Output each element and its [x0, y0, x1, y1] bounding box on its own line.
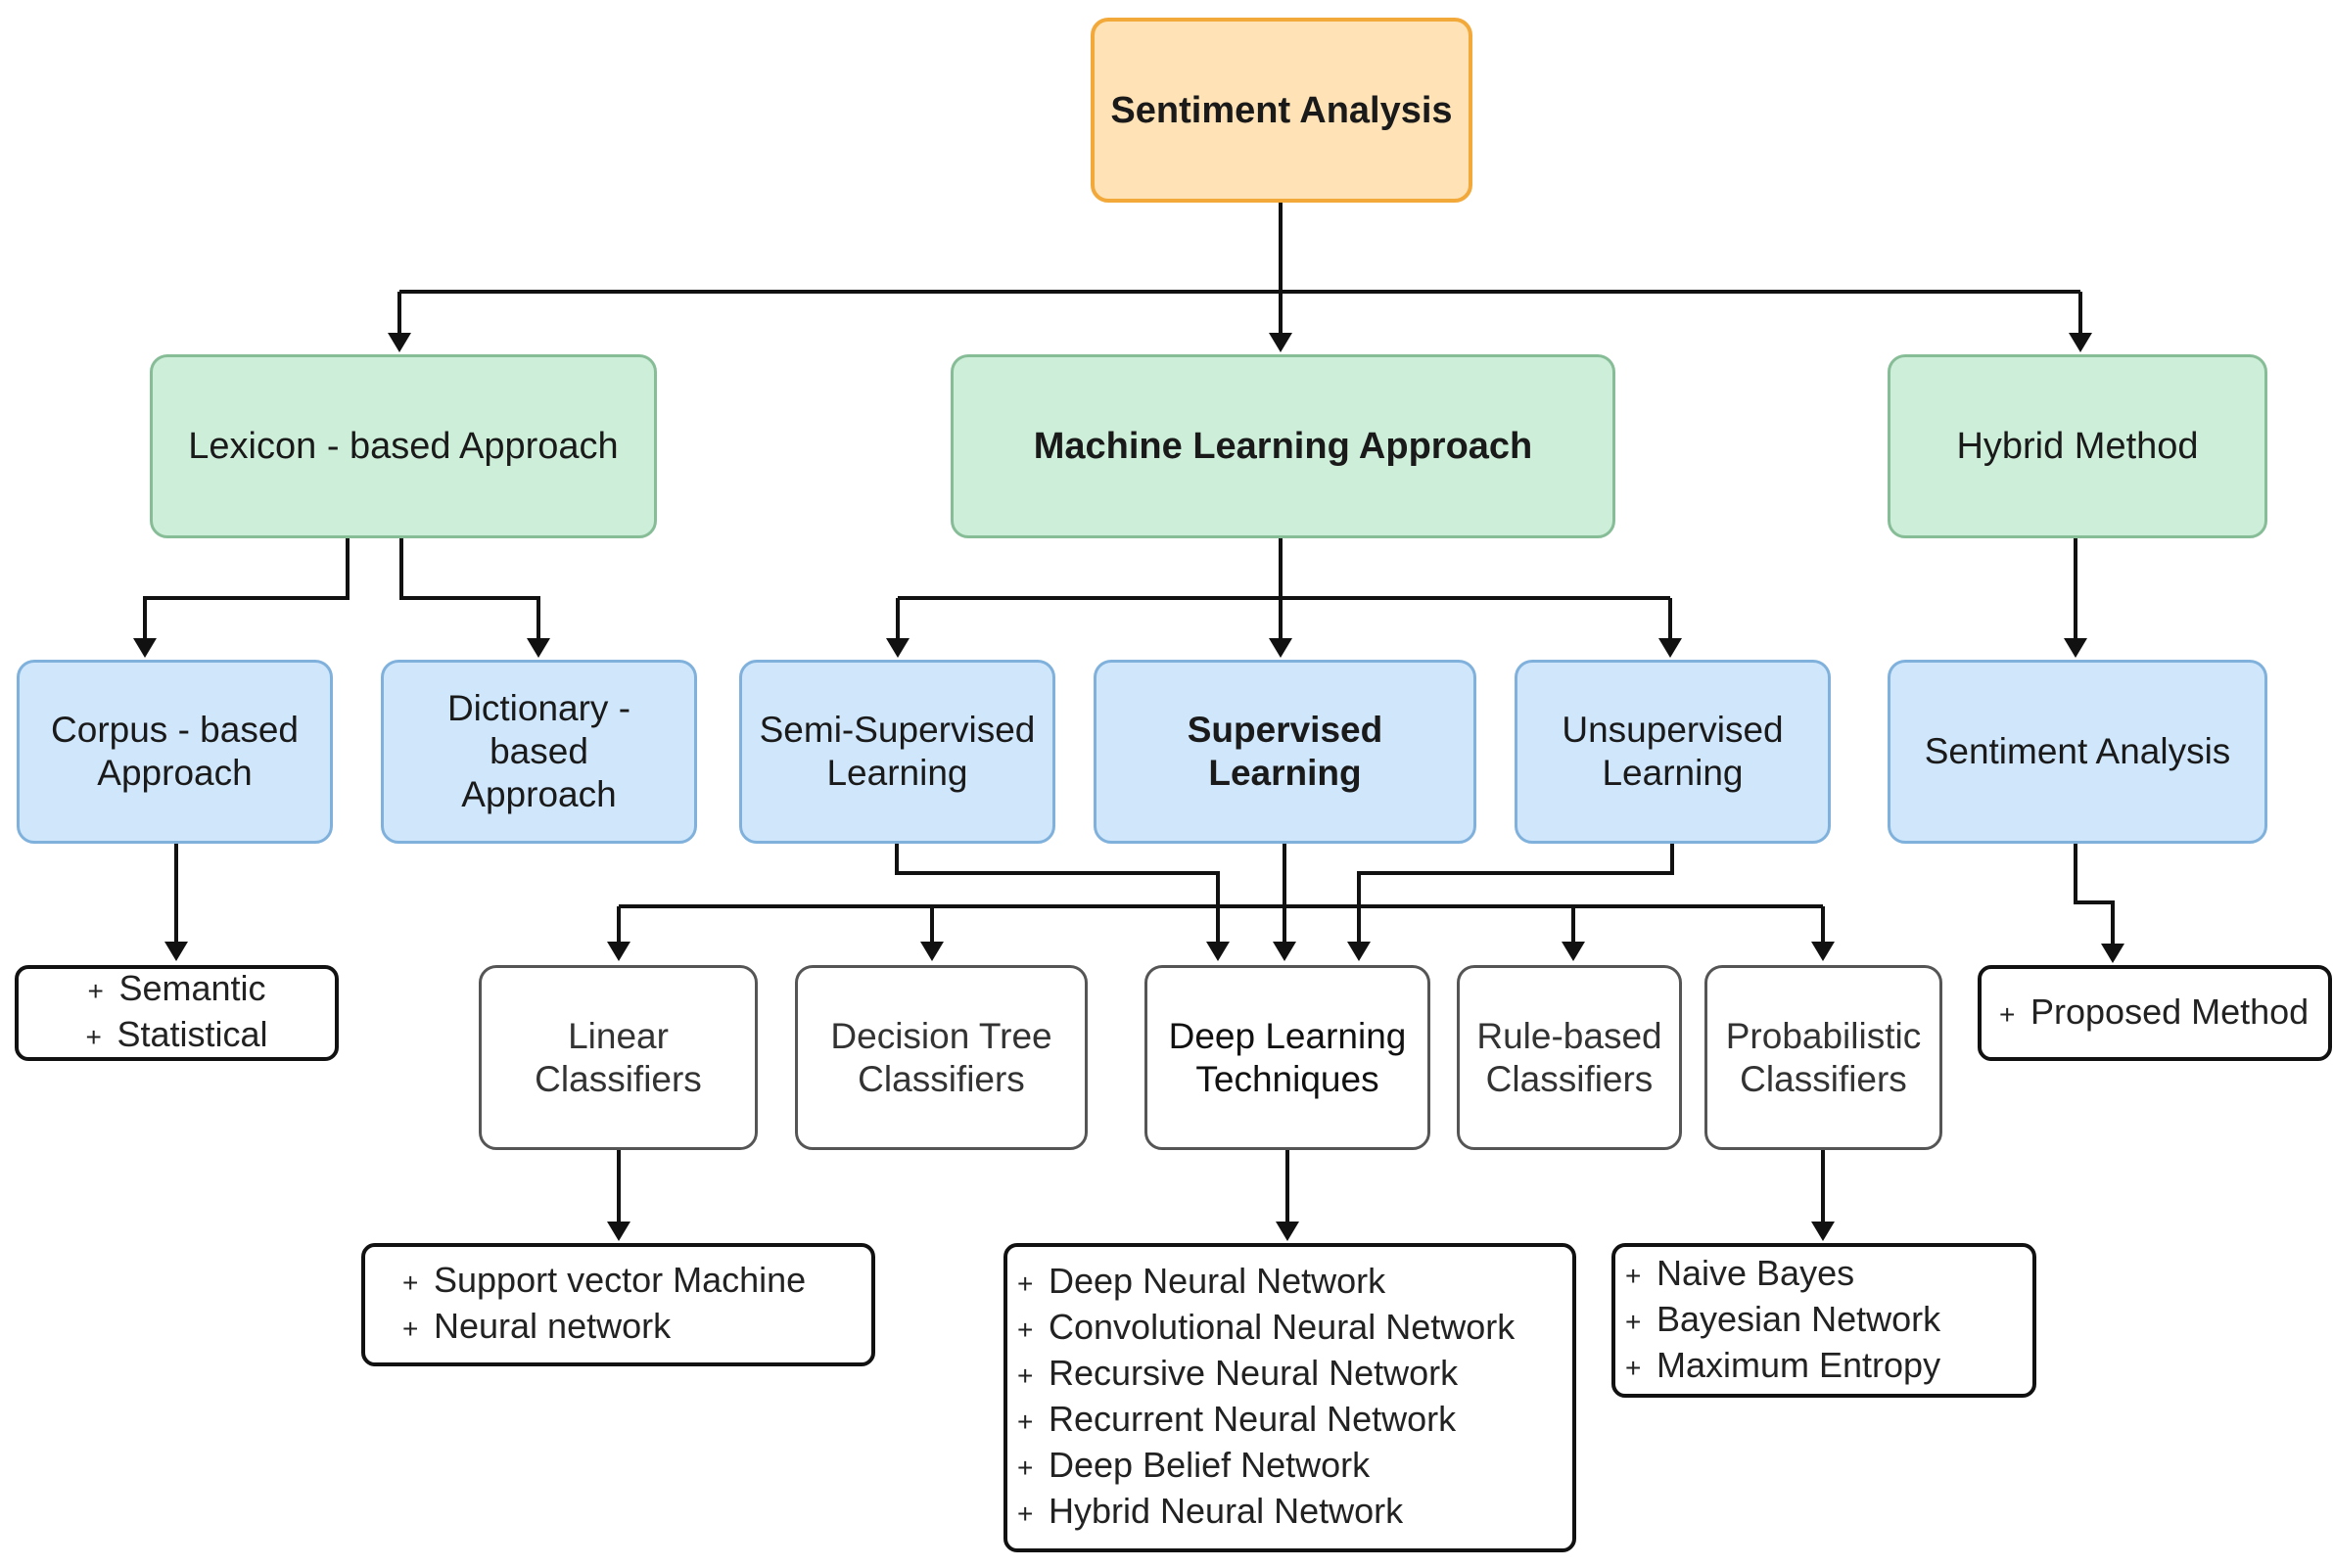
- rule-based-node: Rule-based Classifiers: [1457, 965, 1682, 1150]
- deep-methods-list: Deep Neural Network Convolutional Neural…: [1003, 1243, 1576, 1552]
- list-item: Naive Bayes: [1625, 1252, 2015, 1298]
- prob-line1: Probabilistic: [1725, 1015, 1922, 1056]
- deep-line1: Deep Learning: [1168, 1015, 1407, 1056]
- hybrid-sentiment-node: Sentiment Analysis: [1888, 660, 2267, 844]
- linear-methods-list: Support vector Machine Neural network: [361, 1243, 875, 1366]
- ml-approach-node: Machine Learning Approach: [951, 354, 1615, 538]
- list-item: Proposed Method: [1999, 991, 2310, 1037]
- semi-line2: Learning: [826, 753, 968, 793]
- root-sentiment-analysis: Sentiment Analysis: [1091, 18, 1472, 203]
- hybrid-method-node: Hybrid Method: [1888, 354, 2267, 538]
- linear-line2: Classifiers: [535, 1058, 702, 1099]
- probabilistic-node: Probabilistic Classifiers: [1704, 965, 1942, 1150]
- list-item: Semantic: [87, 967, 265, 1013]
- list-item: Convolutional Neural Network: [1017, 1306, 1555, 1352]
- rule-line1: Rule-based: [1476, 1015, 1662, 1056]
- list-item: Deep Neural Network: [1017, 1260, 1555, 1306]
- corpus-methods-list: Semantic Statistical: [15, 965, 339, 1061]
- list-item: Statistical: [85, 1013, 267, 1059]
- list-item: Recursive Neural Network: [1017, 1352, 1555, 1398]
- unsupervised-line1: Unsupervised: [1562, 710, 1784, 750]
- deep-line2: Techniques: [1195, 1058, 1379, 1099]
- deep-learning-node: Deep Learning Techniques: [1144, 965, 1430, 1150]
- corpus-line2: Approach: [97, 753, 253, 793]
- hybrid-methods-list: Proposed Method: [1978, 965, 2332, 1061]
- hybrid-label: Hybrid Method: [1956, 426, 2199, 467]
- dictionary-line1: Dictionary - based: [446, 688, 631, 771]
- list-item: Bayesian Network: [1625, 1298, 2015, 1344]
- linear-line1: Linear: [568, 1015, 669, 1056]
- lexicon-label: Lexicon - based Approach: [188, 426, 619, 467]
- unsupervised-node: Unsupervised Learning: [1515, 660, 1831, 844]
- ml-label: Machine Learning Approach: [1033, 426, 1533, 467]
- semi-line1: Semi-Supervised: [759, 710, 1036, 750]
- dictionary-line2: Approach: [461, 774, 617, 814]
- list-item: Support vector Machine: [402, 1259, 854, 1305]
- linear-classifiers-node: Linear Classifiers: [479, 965, 758, 1150]
- root-title: Sentiment Analysis: [1110, 89, 1453, 131]
- corpus-line1: Corpus - based: [51, 710, 299, 750]
- dictionary-based-node: Dictionary - based Approach: [381, 660, 697, 844]
- list-item: Hybrid Neural Network: [1017, 1490, 1555, 1536]
- list-item: Deep Belief Network: [1017, 1444, 1555, 1490]
- probabilistic-methods-list: Naive Bayes Bayesian Network Maximum Ent…: [1611, 1243, 2036, 1398]
- supervised-node: Supervised Learning: [1094, 660, 1476, 844]
- lexicon-approach-node: Lexicon - based Approach: [150, 354, 657, 538]
- hybrid-sa-label: Sentiment Analysis: [1924, 731, 2231, 771]
- decision-line1: Decision Tree: [830, 1015, 1052, 1056]
- rule-line2: Classifiers: [1485, 1058, 1654, 1099]
- list-item: Maximum Entropy: [1625, 1344, 2015, 1390]
- corpus-based-node: Corpus - based Approach: [17, 660, 333, 844]
- list-item: Neural network: [402, 1305, 854, 1351]
- list-item: Recurrent Neural Network: [1017, 1398, 1555, 1444]
- unsupervised-line2: Learning: [1602, 753, 1744, 793]
- prob-line2: Classifiers: [1740, 1058, 1907, 1099]
- supervised-label: Supervised Learning: [1187, 710, 1383, 793]
- decision-line2: Classifiers: [858, 1058, 1025, 1099]
- semi-supervised-node: Semi-Supervised Learning: [739, 660, 1055, 844]
- decision-tree-node: Decision Tree Classifiers: [795, 965, 1088, 1150]
